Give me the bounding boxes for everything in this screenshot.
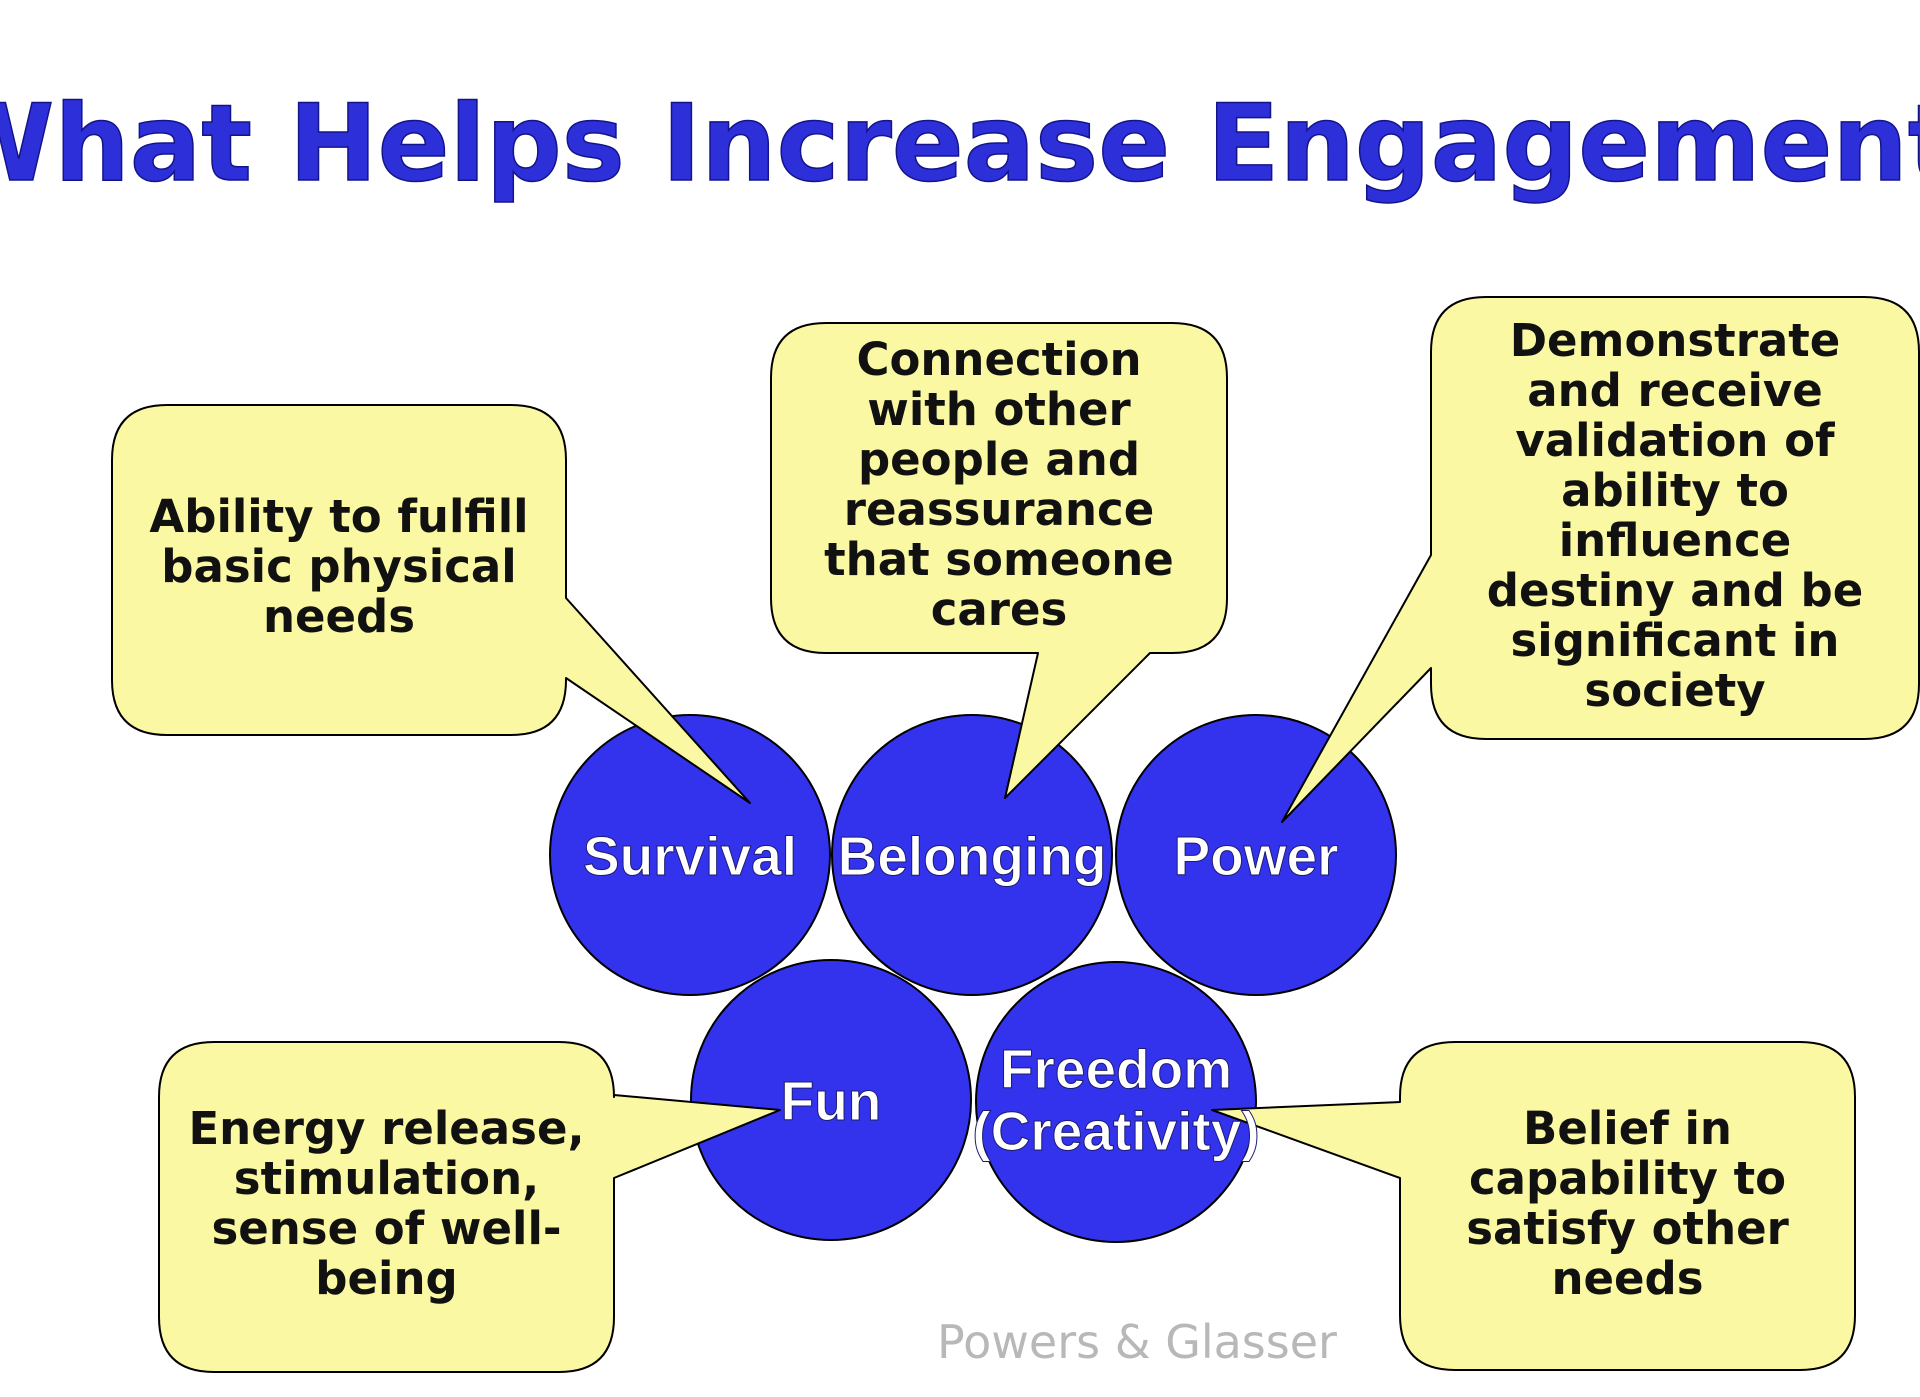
power-label: Power bbox=[1173, 825, 1338, 887]
belonging-circle bbox=[831, 714, 1113, 996]
fun-callout-text: Energy release,stimulation,sense of well… bbox=[188, 1102, 584, 1305]
power-callout bbox=[1281, 296, 1920, 823]
credit-text: Powers & Glasser bbox=[937, 1315, 1337, 1369]
belonging-label: Belonging bbox=[838, 825, 1107, 887]
freedom-callout bbox=[1211, 1041, 1856, 1371]
survival-callout bbox=[111, 404, 751, 804]
fun-circle bbox=[690, 959, 972, 1241]
freedom-circle bbox=[975, 961, 1257, 1243]
fun-callout bbox=[158, 1041, 781, 1373]
freedom-label: Freedom bbox=[1000, 1038, 1232, 1100]
shapes-layer bbox=[111, 296, 1920, 1373]
fun-label: Fun bbox=[781, 1070, 882, 1132]
freedom-label: (Creativity) bbox=[972, 1100, 1259, 1162]
page-title: What Helps Increase Engagement bbox=[0, 82, 1920, 205]
belonging-callout bbox=[770, 322, 1228, 799]
survival-label: Survival bbox=[583, 825, 797, 887]
survival-circle bbox=[549, 714, 831, 996]
power-circle bbox=[1115, 714, 1397, 996]
